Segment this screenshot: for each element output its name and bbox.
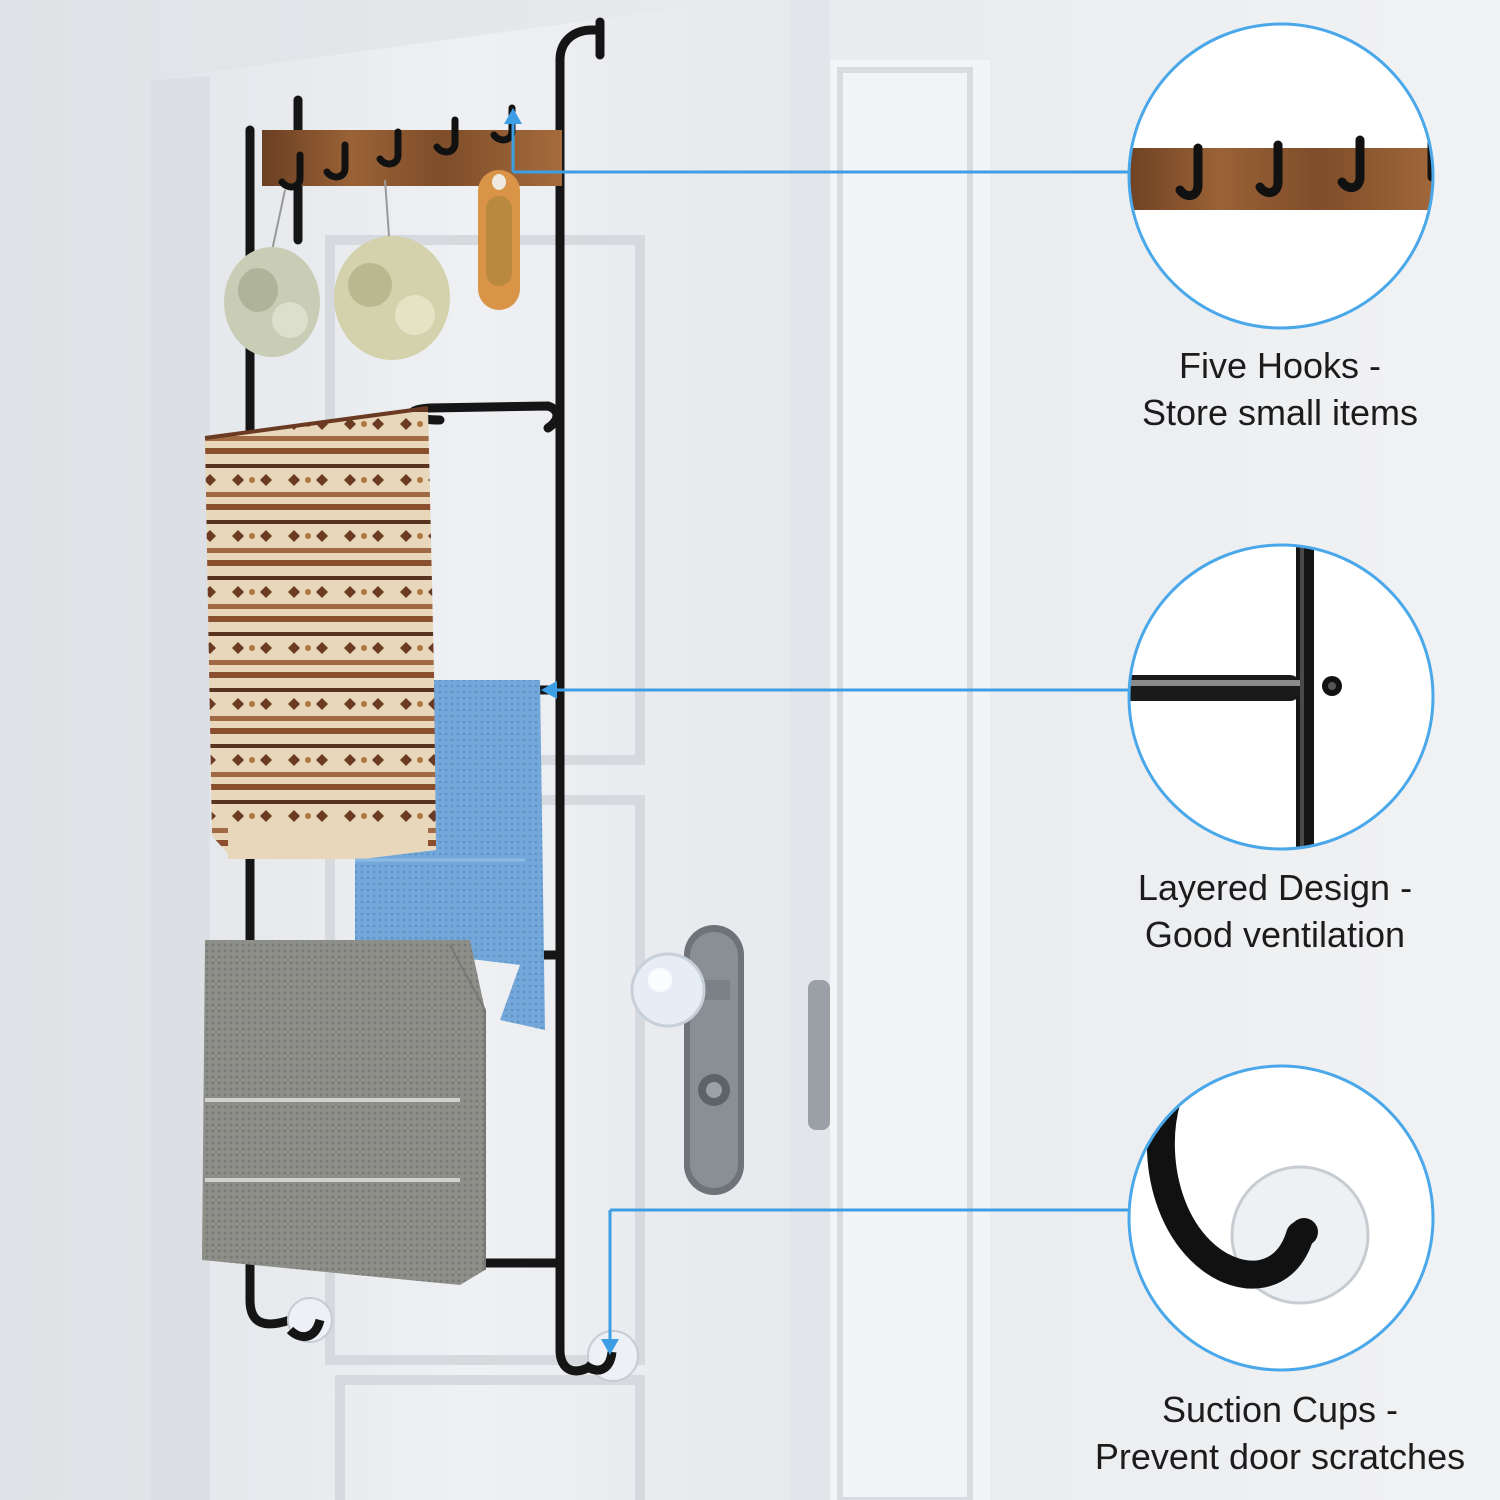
ladder-rail-detail-icon xyxy=(1127,543,1435,851)
callout-layers-title: Layered Design - xyxy=(1137,867,1413,908)
callout-arrowheads xyxy=(504,108,619,1355)
callout-connectors xyxy=(511,118,1135,1345)
callout-suction-title: Suction Cups - xyxy=(1161,1389,1399,1430)
callout-hooks-subtitle: Store small items xyxy=(1141,392,1419,433)
scrub-brush xyxy=(478,170,520,310)
callout-hooks-title: Five Hooks - xyxy=(1178,345,1382,386)
callout-label-hooks: Five Hooks - Store small items xyxy=(1070,342,1490,436)
door-handle xyxy=(630,925,830,1195)
hook-detail-icon xyxy=(1127,22,1435,330)
patterned-towel xyxy=(204,406,438,859)
callout-label-suction-cups: Suction Cups - Prevent door scratches xyxy=(1070,1386,1490,1480)
rack-suction-cups xyxy=(286,1297,639,1382)
callout-suction-subtitle: Prevent door scratches xyxy=(1094,1436,1466,1477)
callout-layers-subtitle: Good ventilation xyxy=(1144,914,1406,955)
suction-cup-detail-icon xyxy=(1127,1064,1435,1372)
bath-sponge-right xyxy=(334,179,450,360)
callout-label-layered-design: Layered Design - Good ventilation xyxy=(1065,864,1485,958)
rack-frame xyxy=(245,17,605,1376)
bath-sponge-left xyxy=(224,189,320,357)
grey-towel xyxy=(202,940,486,1285)
